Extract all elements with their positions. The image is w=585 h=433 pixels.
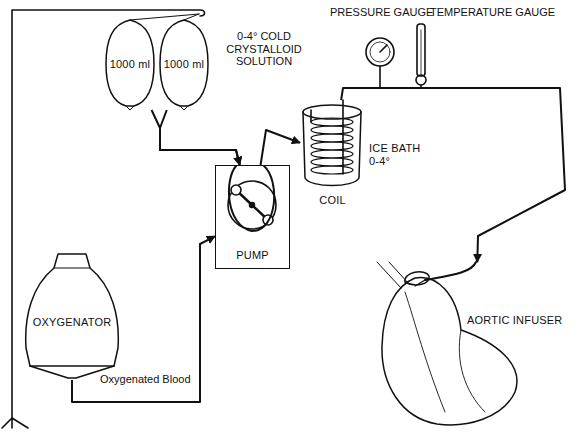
node-label: 1000 ml — [110, 58, 151, 71]
tubing — [261, 130, 300, 165]
oxygenator: OXYGENATOR — [22, 250, 122, 380]
heart: AORTIC INFUSER — [375, 262, 575, 430]
pressure-gauge — [366, 38, 394, 87]
iv-pole — [12, 10, 205, 418]
part-label: PRESSURE GAUGE — [330, 6, 433, 19]
heart-outline — [375, 262, 575, 430]
tubing — [160, 110, 240, 165]
bag-hangers — [130, 14, 199, 20]
callout-label: AORTIC INFUSER — [467, 314, 563, 327]
flow-label: Oxygenated Blood — [98, 373, 193, 385]
roller-pump-rotor — [228, 166, 276, 231]
coil-outline — [300, 100, 365, 210]
pump-box: PUMP — [215, 165, 290, 269]
temperature-gauge — [416, 24, 426, 87]
solution-bag: 1000 ml — [158, 18, 210, 110]
node-label: 1000 ml — [164, 58, 205, 71]
cooling-coil: COILICE BATH 0-4° — [300, 100, 365, 210]
solution-bag: 1000 ml — [104, 18, 156, 110]
part-label: 0-4° COLD CRYSTALLOID SOLUTION — [212, 30, 316, 68]
callout-label: ICE BATH 0-4° — [369, 142, 423, 167]
tubing — [152, 110, 240, 165]
node-label: PUMP — [236, 249, 269, 262]
part-label: TEMPERATURE GAUGE — [430, 6, 555, 19]
node-label: COIL — [319, 194, 345, 207]
tubing — [341, 88, 565, 262]
pole-base — [2, 418, 28, 428]
node-label: OXYGENATOR — [33, 316, 112, 329]
oxy-outline — [22, 250, 122, 380]
